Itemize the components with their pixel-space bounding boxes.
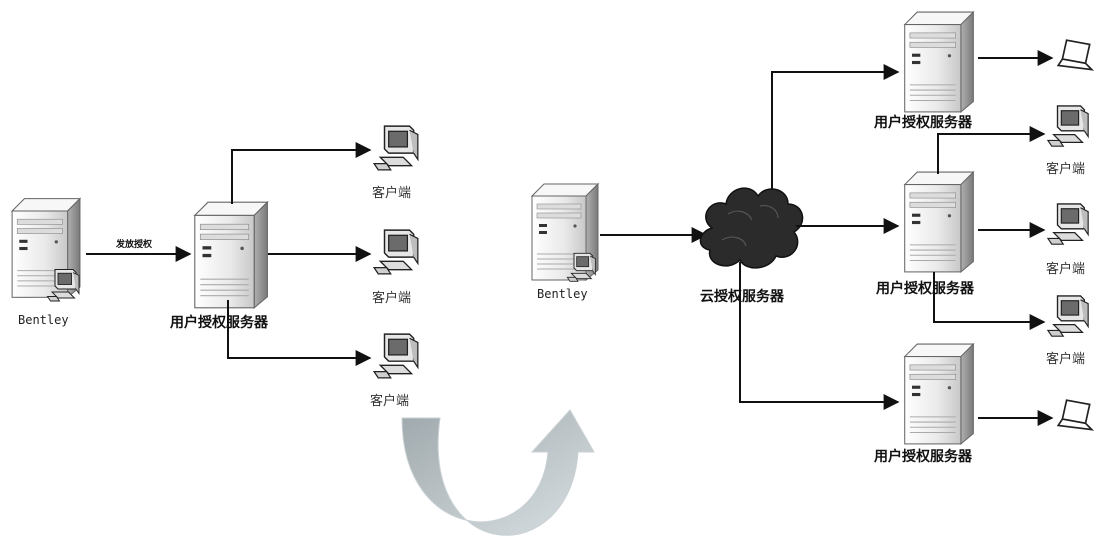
desktop-client-icon <box>1047 295 1089 337</box>
laptop-icon <box>1057 399 1093 431</box>
right-diagram <box>531 11 1093 445</box>
right-server-label-1: 用户授权服务器 <box>874 115 972 131</box>
curved-arrow-icon <box>401 409 595 536</box>
edge-to-client-3 <box>227 300 372 366</box>
desktop-client-icon <box>1047 105 1089 147</box>
right-client-label-1: 客户端 <box>1046 162 1086 177</box>
left-source-label: Bentley <box>18 313 69 327</box>
edge-to-client-1 <box>231 142 372 204</box>
desktop-client-icon <box>373 125 419 171</box>
right-client-label-3: 客户端 <box>1046 352 1086 367</box>
cloud-server-label: 云授权服务器 <box>700 289 784 305</box>
left-client-label-3: 客户端 <box>370 394 410 409</box>
edge-server2-to-client-1 <box>937 126 1046 174</box>
desktop-client-icon <box>373 229 419 275</box>
edge-cloud-to-server-3 <box>739 262 900 410</box>
server-icon <box>904 343 974 445</box>
left-client-label-2: 客户端 <box>372 291 412 306</box>
right-source-label: Bentley <box>537 287 588 301</box>
server-icon <box>194 201 268 309</box>
server-icon <box>904 171 974 273</box>
left-diagram <box>11 125 419 379</box>
laptop-icon <box>1057 39 1093 71</box>
right-client-label-2: 客户端 <box>1046 262 1086 277</box>
cloud-icon <box>699 187 804 269</box>
right-server-label-2: 用户授权服务器 <box>876 281 974 297</box>
edge-server2-to-client-3 <box>933 272 1046 330</box>
left-edge-label: 发放授权 <box>116 240 153 250</box>
server-icon <box>904 11 974 113</box>
right-server-label-3: 用户授权服务器 <box>874 449 972 465</box>
desktop-client-icon <box>373 333 419 379</box>
left-client-label-1: 客户端 <box>372 186 412 201</box>
edge-cloud-to-server-1 <box>771 64 900 190</box>
desktop-client-icon <box>1047 203 1089 245</box>
left-server-label: 用户授权服务器 <box>170 315 268 331</box>
